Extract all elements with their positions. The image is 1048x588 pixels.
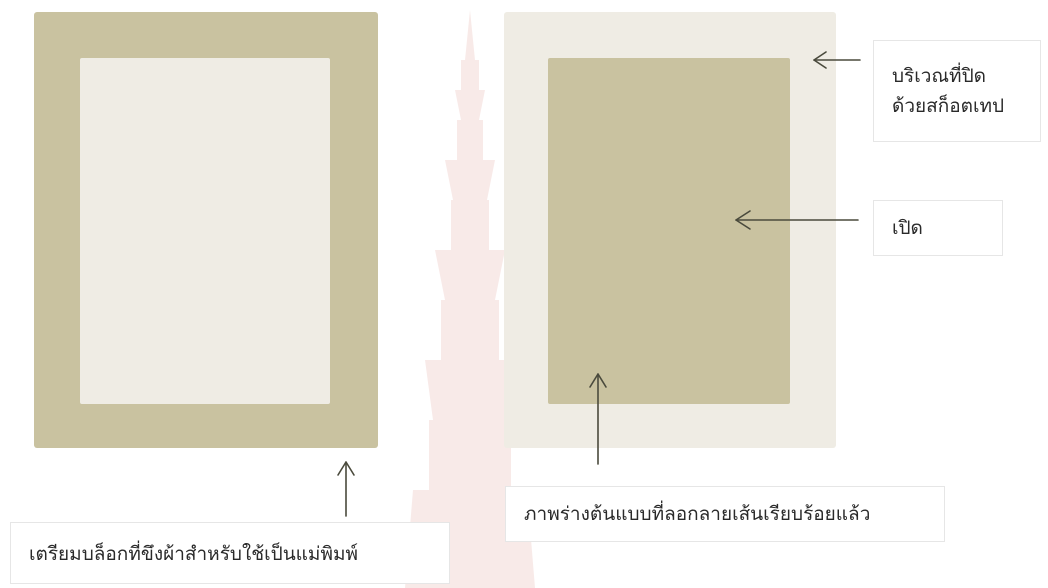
caption-taped-area: บริเวณที่ปิด ด้วยสก็อตเทป	[873, 40, 1041, 142]
taped-board	[504, 12, 836, 448]
caption-taped-area-line2: ด้วยสก็อตเทป	[892, 95, 1005, 117]
caption-open-text: เปิด	[892, 217, 923, 239]
caption-sketch: ภาพร่างต้นแบบที่ลอกลายเส้นเรียบร้อยแล้ว	[505, 486, 945, 542]
caption-sketch-text: ภาพร่างต้นแบบที่ลอกลายเส้นเรียบร้อยแล้ว	[524, 503, 871, 525]
temple-spire-watermark-icon	[405, 10, 535, 588]
caption-taped-area-line1: บริเวณที่ปิด	[892, 65, 986, 87]
arrow-icon-taped-area	[813, 51, 861, 69]
caption-block-text: เตรียมบล็อกที่ขึงผ้าสำหรับใช้เป็นแม่พิมพ…	[29, 543, 359, 565]
caption-open: เปิด	[873, 200, 1003, 256]
caption-block: เตรียมบล็อกที่ขึงผ้าสำหรับใช้เป็นแม่พิมพ…	[10, 522, 450, 584]
block-frame	[34, 12, 378, 448]
arrow-icon-open-area	[735, 210, 859, 230]
arrow-icon-block	[337, 461, 355, 517]
open-area	[548, 58, 790, 404]
block-stretched-fabric-area	[80, 58, 330, 404]
arrow-icon-sketch	[589, 373, 607, 465]
